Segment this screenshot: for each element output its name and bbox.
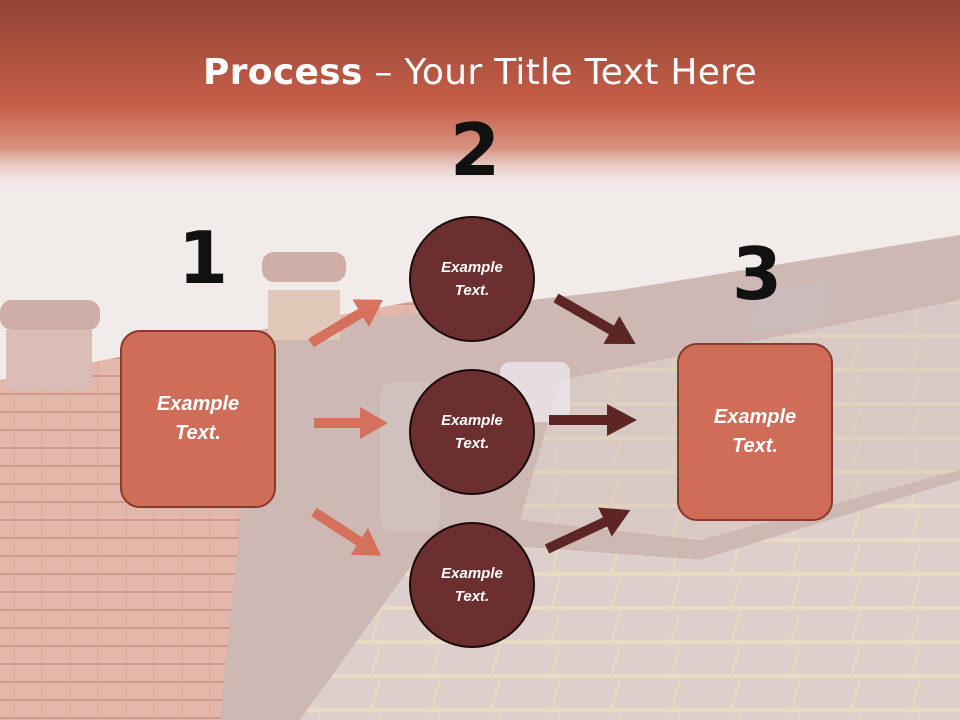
title-bold: Process <box>203 52 363 93</box>
circle-3-line-2: Text. <box>454 588 490 605</box>
circle-2-line-1: Example <box>441 412 503 429</box>
left-box-line-2: Text. <box>175 422 221 444</box>
circle-3-line-1: Example <box>441 565 503 582</box>
right-process-box: Example Text. <box>677 343 833 521</box>
arrow-left-to-circle-3 <box>311 507 382 556</box>
slide-title: Process – Your Title Text Here <box>0 52 960 93</box>
arrow-circle-2-to-right <box>549 404 637 436</box>
right-box-line-1: Example <box>713 406 797 428</box>
title-rest: – Your Title Text Here <box>362 52 757 93</box>
circle-1-line-1: Example <box>441 259 503 276</box>
arrow-circle-3-to-right <box>544 507 631 554</box>
left-process-box: Example Text. <box>120 330 276 508</box>
process-circle-2: Example Text. <box>409 369 535 495</box>
process-circle-1: Example Text. <box>409 216 535 342</box>
step-number-2: 2 <box>450 108 501 192</box>
process-circle-3: Example Text. <box>409 522 535 648</box>
right-box-line-2: Text. <box>732 435 778 457</box>
left-box-line-1: Example <box>156 393 240 415</box>
circle-2-line-2: Text. <box>454 435 490 452</box>
step-number-1: 1 <box>178 216 229 300</box>
circle-1-line-2: Text. <box>454 282 490 299</box>
arrow-circle-1-to-right <box>553 293 636 344</box>
step-number-3: 3 <box>732 232 783 316</box>
arrow-left-to-circle-1 <box>308 299 384 348</box>
arrow-left-to-circle-2 <box>314 407 388 439</box>
